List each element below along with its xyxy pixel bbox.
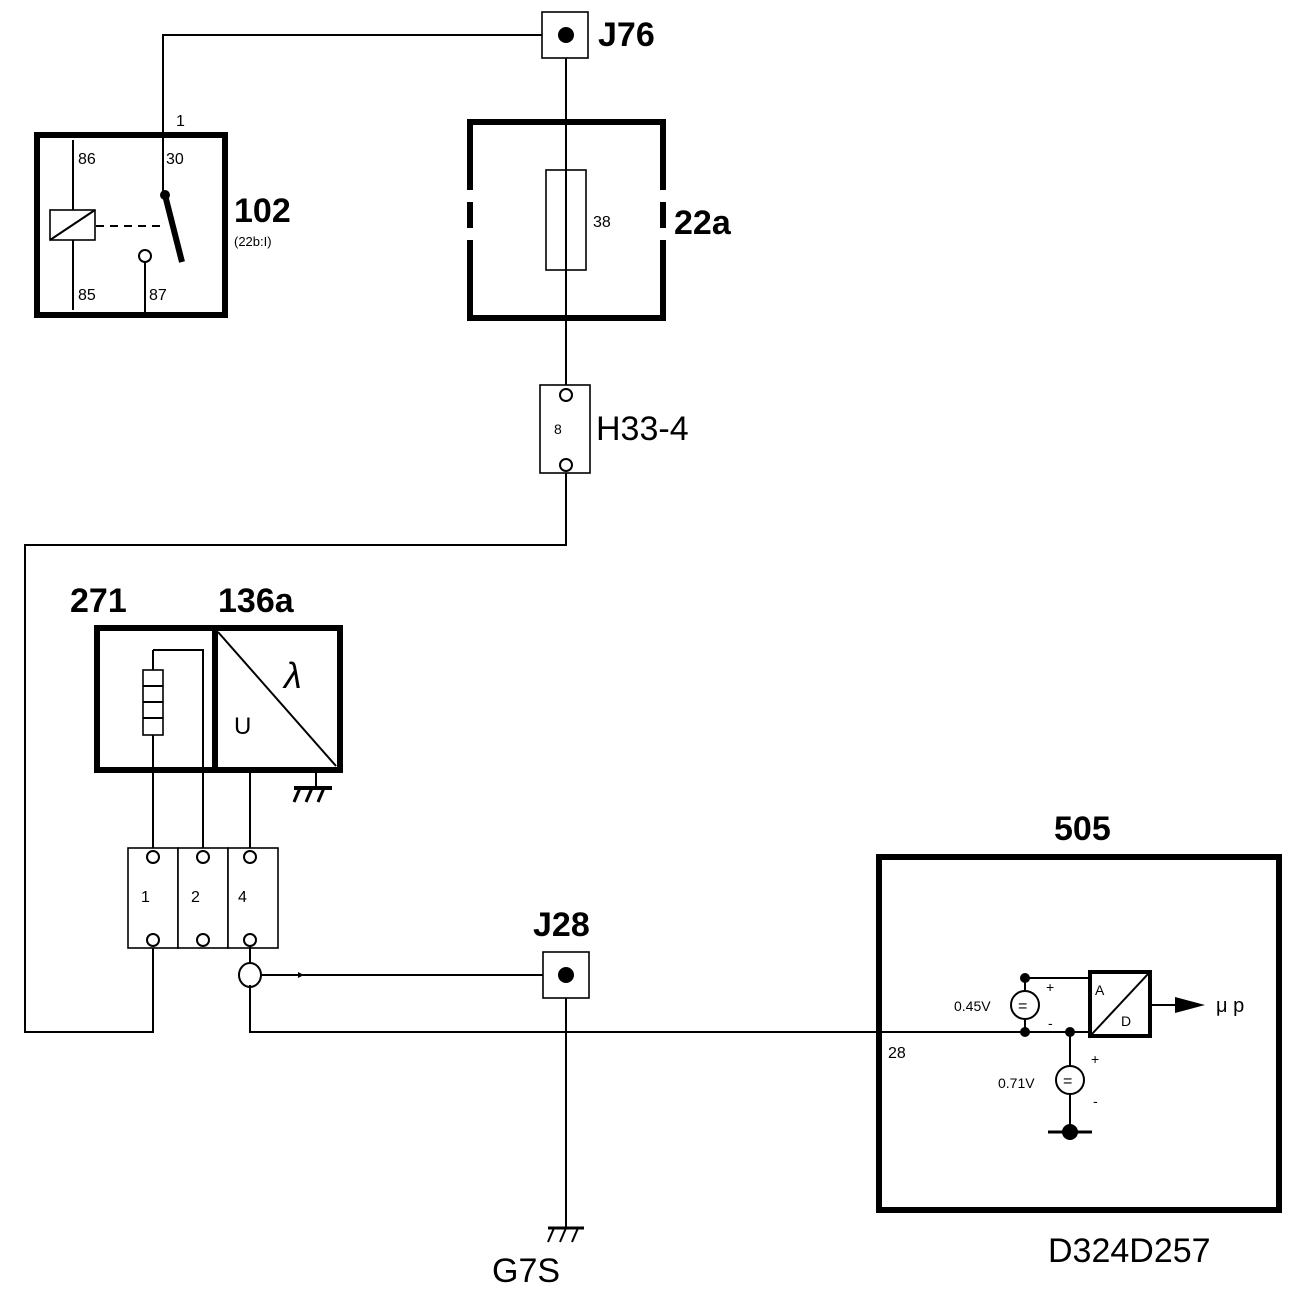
splice-j76: J76 [541, 11, 655, 59]
fuse-box-label: 22a [674, 204, 732, 242]
connector-pin-1: 1 [141, 889, 150, 906]
sensor-label: 136a [218, 582, 295, 620]
wires [24, 34, 1025, 1228]
h33-pin-bottom [559, 458, 573, 472]
relay-label: 102 [234, 192, 291, 230]
relay-pin-1: 1 [176, 113, 185, 130]
connector-h33-4: 8 H33-4 [539, 384, 689, 474]
voltage-source-2-icon: = + - [1055, 1051, 1099, 1109]
wire-relay-to-j76 [162, 34, 542, 195]
lambda-symbol: λ [282, 655, 302, 696]
j28-label: J28 [533, 906, 590, 944]
voltage-0-71: 0.71V [998, 1075, 1035, 1091]
pin4-bottom [243, 933, 257, 947]
heater-label: 271 [70, 582, 127, 620]
ad-converter-icon: A D [1088, 970, 1152, 1038]
sensor-box [212, 625, 343, 773]
j76-label: J76 [598, 16, 655, 54]
ecu-pin-28: 28 [888, 1045, 906, 1062]
voltage-0-45: 0.45V [954, 998, 991, 1014]
ground-icon [547, 1226, 584, 1243]
connector-cell-1 [127, 847, 179, 949]
splice-j28: J28 [533, 906, 590, 999]
wire-h33-to-pin1 [24, 465, 567, 1033]
wire-pin4-to-ecu [249, 985, 1025, 1033]
ecu-node-ground [1062, 1124, 1078, 1140]
svg-text:D: D [1121, 1013, 1131, 1029]
connector-cell-2 [177, 847, 229, 949]
connector-pin-4: 4 [238, 889, 247, 906]
h33-label: H33-4 [596, 410, 689, 448]
relay-switch-contact [162, 194, 185, 263]
relay-102: 1 86 30 85 87 102 (22b:I) [34, 113, 291, 318]
relay-pin-87: 87 [149, 287, 167, 304]
relay-pin-86: 86 [78, 151, 96, 168]
ecu-node-2 [1020, 1027, 1030, 1037]
shield-ring-icon [238, 962, 262, 988]
ecu-output-label: μ p [1216, 995, 1244, 1017]
ecu-node-3 [1065, 1027, 1075, 1037]
lambda-sensor-assembly: 271 136a λ U [70, 582, 343, 803]
relay-note: (22b:I) [234, 234, 272, 249]
h33-pin-number: 8 [554, 421, 562, 437]
sensor-u-label: U [234, 713, 251, 740]
ground-label: G7S [492, 1252, 560, 1290]
pin4-top [243, 850, 257, 864]
pin1-top [146, 850, 160, 864]
wire-heater-pin2 [153, 649, 204, 850]
relay-pin-85: 85 [78, 287, 96, 304]
voltage-source-1-icon: = + - [1010, 979, 1054, 1031]
ecu-node-1 [1020, 973, 1030, 983]
sensor-diagonal [217, 631, 337, 767]
fuse-number: 38 [593, 214, 611, 231]
output-arrow-icon [1175, 997, 1205, 1013]
connector-cell-4 [227, 847, 279, 949]
h33-pin-top [559, 388, 573, 402]
svg-text:=: = [1063, 1073, 1072, 1090]
relay-box [34, 132, 228, 318]
ecu-505: 505 28 = + - 0.45V = + - 0.71V [876, 810, 1282, 1213]
svg-text:=: = [1018, 998, 1027, 1015]
chassis-ground-icon [292, 772, 332, 803]
diagram-reference: D324D257 [1048, 1232, 1211, 1270]
switch-pivot-dot [160, 190, 170, 200]
pin2-top [196, 850, 210, 864]
pin1-bottom [146, 933, 160, 947]
j76-node-dot [558, 27, 574, 43]
svg-text:-: - [1048, 1015, 1053, 1031]
wire-arrow [298, 972, 304, 978]
svg-text:+: + [1091, 1051, 1099, 1067]
svg-text:-: - [1093, 1093, 1098, 1109]
pin87-contact [138, 249, 152, 263]
ecu-box [876, 854, 1282, 1213]
connector-pin-2: 2 [191, 889, 200, 906]
ecu-label: 505 [1054, 810, 1111, 848]
relay-pin-30: 30 [166, 151, 184, 168]
coil-diagonal [49, 209, 96, 241]
j28-node-dot [558, 967, 574, 983]
ground-g7s: G7S [492, 1226, 584, 1290]
pin2-bottom [196, 933, 210, 947]
svg-text:+: + [1046, 979, 1054, 995]
svg-text:A: A [1095, 982, 1105, 998]
fuse-box-22a: 38 22a [467, 119, 732, 321]
sensor-connector: 1 2 4 [127, 847, 279, 988]
